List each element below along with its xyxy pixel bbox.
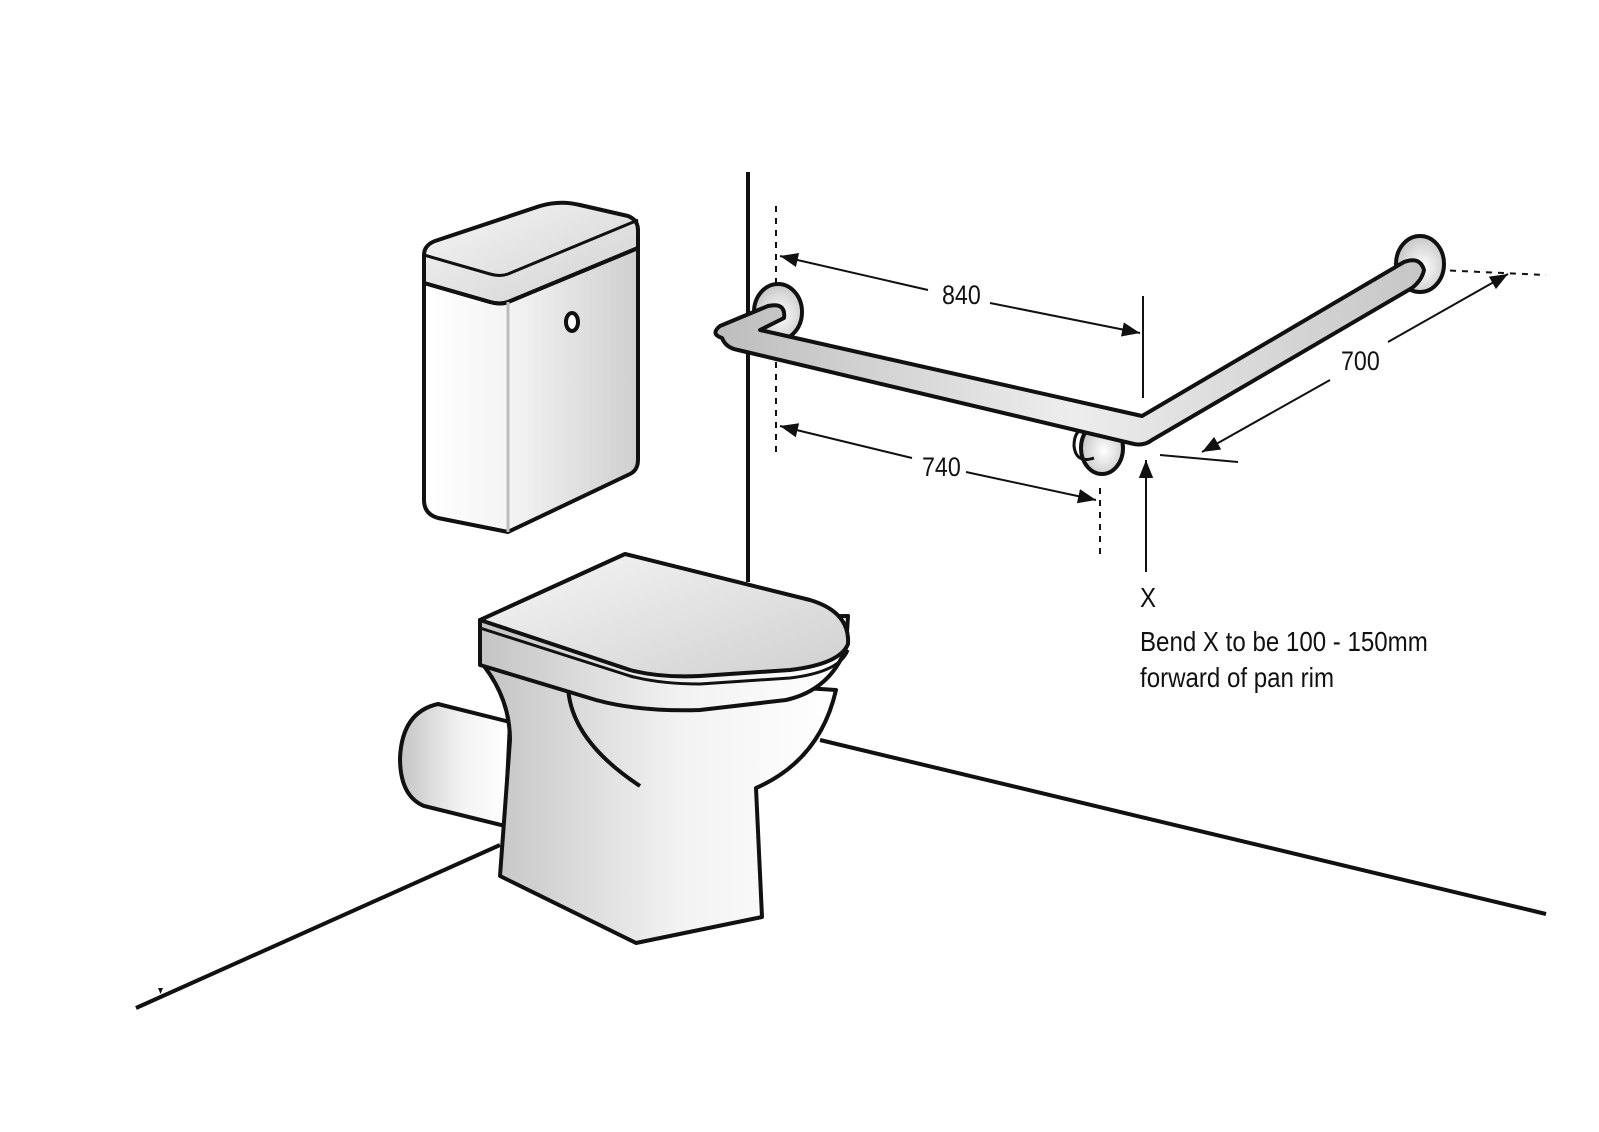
waste-pipe <box>397 701 513 829</box>
floor-left-line <box>135 843 501 1010</box>
toilet-pan <box>478 552 851 945</box>
dimension-label-700: 700 <box>1341 346 1380 376</box>
room-outline <box>135 172 1547 1010</box>
installation-note-line2: forward of pan rim <box>1140 662 1335 693</box>
dimension-label-740: 740 <box>922 452 961 482</box>
flush-button-icon <box>564 311 580 333</box>
floor-marker-icon <box>158 988 163 994</box>
cistern <box>422 200 640 534</box>
dim-740-left-arrow <box>779 423 913 459</box>
installation-note-line1: Bend X to be 100 - 150mm <box>1140 626 1428 657</box>
floor-right-line <box>819 738 1547 916</box>
dim-700-lower-arrow <box>1201 379 1331 453</box>
dimension-label-840: 840 <box>942 280 981 310</box>
bend-marker-label: X <box>1140 582 1157 613</box>
dim-840-left-arrow <box>779 253 929 291</box>
dim-740-right-arrow <box>965 471 1097 504</box>
dimension-arrows <box>779 253 1509 572</box>
dim-700-upper-arrow <box>1387 273 1509 343</box>
grab-rail <box>713 234 1446 476</box>
dim-840-right-arrow <box>989 302 1141 337</box>
